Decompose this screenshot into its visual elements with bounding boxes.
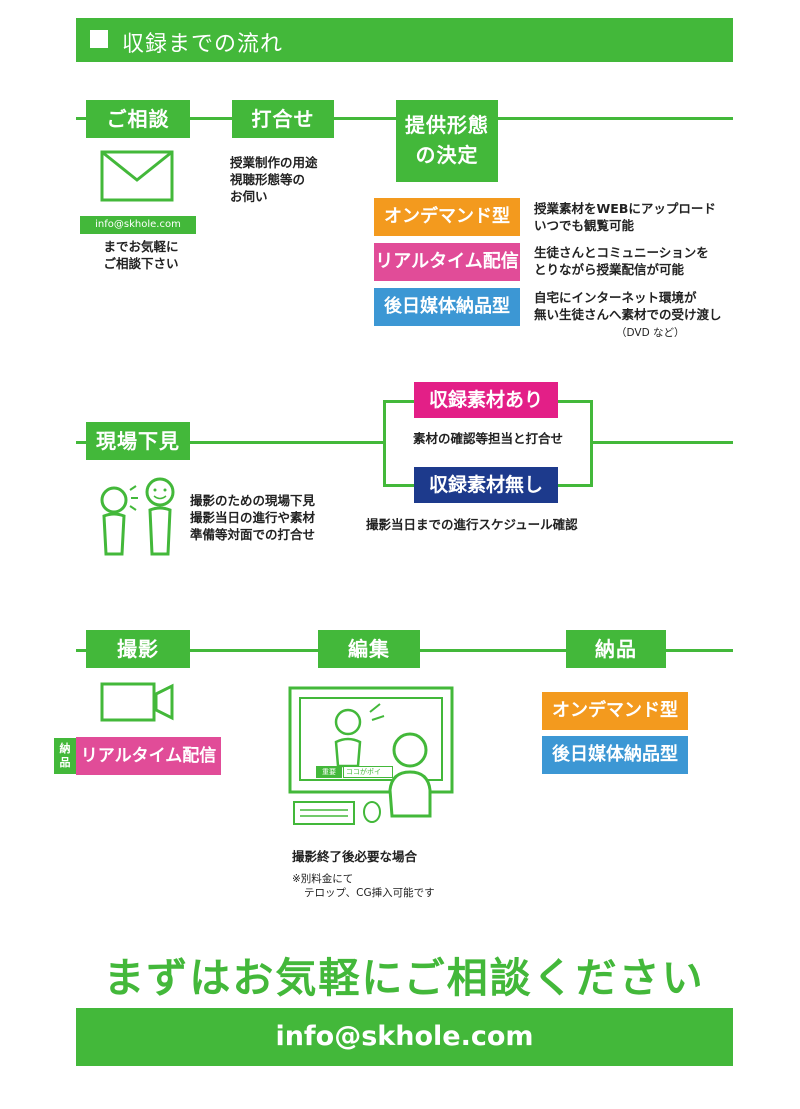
step-decide-line1: 提供形態 <box>405 113 489 137</box>
screen-caption-tag: 重要 <box>316 766 342 778</box>
consult-note-line2: ご相談下さい <box>103 256 179 271</box>
people-talking-icon <box>100 477 175 556</box>
meeting-note-line3: お伺い <box>230 189 268 204</box>
shoot-realtime-tag: リアルタイム配信型 <box>76 737 221 804</box>
cta-email-bar[interactable]: info@skhole.com <box>76 1008 733 1066</box>
type-realtime-desc-line1: 生徒さんとコミュニーションを <box>534 245 709 260</box>
survey-note-line2: 撮影当日の進行や素材 <box>190 510 316 525</box>
cta-headline: まずはお気軽にご相談ください <box>103 954 705 1002</box>
type-realtime-desc: 生徒さんとコミュニーションを とりながら授業配信が可能 <box>534 244 744 278</box>
step-shoot: 撮影 <box>86 630 190 668</box>
type-realtime-desc-line2: とりながら授業配信が可能 <box>534 262 685 277</box>
deliver-media: 後日媒体納品型 <box>542 736 688 774</box>
section-title: 収録までの流れ <box>122 32 284 57</box>
flow-line-row2-left <box>76 441 383 444</box>
step-decide: 提供形態 の決定 <box>396 100 498 182</box>
delivery-side-tag-line1: 納 <box>59 742 71 755</box>
edit-note: 撮影終了後必要な場合 <box>292 849 418 864</box>
consult-email: info@skhole.com <box>80 216 196 234</box>
consult-note-line1: までお気軽に <box>103 239 179 254</box>
edit-subnote: ※別料金にて テロップ、CG挿入可能です <box>292 872 492 900</box>
with-material-note: 素材の確認等担当と打合せ <box>398 430 578 447</box>
branch-right-line <box>590 400 593 487</box>
meeting-note: 授業制作の用途 視聴形態等の お伺い <box>230 154 370 205</box>
meeting-note-line2: 視聴形態等の <box>230 172 306 187</box>
type-ondemand: オンデマンド型 <box>374 198 520 236</box>
type-delivery-desc: 自宅にインターネット環境が 無い生徒さんへ素材での受け渡し <box>534 289 744 323</box>
survey-note-line1: 撮影のための現場下見 <box>190 493 316 508</box>
type-delivery-desc-line1: 自宅にインターネット環境が <box>534 290 697 305</box>
type-ondemand-desc-line1: 授業素材をWEBにアップロード <box>534 201 716 216</box>
without-material-note: 撮影当日までの進行スケジュール確認 <box>366 517 578 532</box>
type-ondemand-desc: 授業素材をWEBにアップロード いつでも観覧可能 <box>534 200 744 234</box>
square-bullet-icon <box>90 30 108 48</box>
type-realtime: リアルタイム配信型 <box>374 243 520 310</box>
delivery-side-tag: 納 品 <box>54 738 76 774</box>
step-consult: ご相談 <box>86 100 190 138</box>
mail-icon <box>100 150 174 202</box>
with-material-tag: 収録素材あり <box>414 382 558 418</box>
delivery-side-tag-line2: 品 <box>59 756 71 769</box>
survey-note-line3: 準備等対面での打合せ <box>190 527 316 542</box>
meeting-note-line1: 授業制作の用途 <box>230 155 318 170</box>
edit-subnote-line1: ※別料金にて <box>292 873 354 885</box>
type-delivery-note: （DVD など） <box>616 327 685 339</box>
screen-caption-text: ココがポイ <box>343 766 393 778</box>
section-header: 収録までの流れ <box>76 18 733 62</box>
without-material-tag: 収録素材無し <box>414 467 558 503</box>
type-delivery-desc-line2: 無い生徒さんへ素材での受け渡し <box>534 307 722 322</box>
step-survey: 現場下見 <box>86 422 190 460</box>
survey-note: 撮影のための現場下見 撮影当日の進行や素材 準備等対面での打合せ <box>190 492 360 543</box>
step-edit: 編集 <box>318 630 420 668</box>
edit-subnote-line2: テロップ、CG挿入可能です <box>304 887 435 899</box>
step-deliver: 納品 <box>566 630 666 668</box>
step-meeting: 打合せ <box>232 100 334 138</box>
editing-monitor-icon <box>288 686 454 825</box>
deliver-ondemand: オンデマンド型 <box>542 692 688 730</box>
type-delivery: 後日媒体納品型 <box>374 288 520 326</box>
consult-note: までお気軽に ご相談下さい <box>86 238 196 272</box>
type-ondemand-desc-line2: いつでも観覧可能 <box>534 218 635 233</box>
step-decide-line2: の決定 <box>415 143 479 167</box>
flow-line-row2-right <box>590 441 733 444</box>
video-camera-icon <box>100 682 174 722</box>
branch-left-line <box>383 400 386 487</box>
